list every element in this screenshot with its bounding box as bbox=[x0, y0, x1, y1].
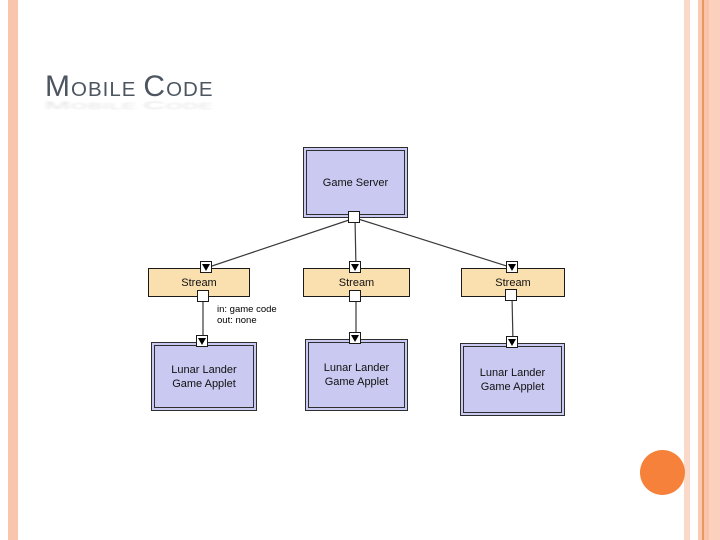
stream-1-input-port bbox=[200, 261, 212, 273]
node-stream-3-label: Stream bbox=[495, 276, 531, 289]
node-game-server: Game Server bbox=[303, 147, 408, 218]
left-accent-stripe bbox=[8, 0, 18, 540]
title-initial-1: M bbox=[45, 70, 71, 103]
applet-1-input-port bbox=[196, 335, 208, 347]
node-applet-1: Lunar Lander Game Applet bbox=[151, 342, 257, 411]
node-stream-1-label: Stream bbox=[181, 276, 217, 289]
down-arrow-icon bbox=[351, 335, 359, 342]
page-title: MOBILE CODE bbox=[45, 72, 214, 107]
orange-circle-decoration bbox=[640, 450, 685, 495]
node-stream-2-label: Stream bbox=[338, 276, 375, 289]
edge-server-stream-3 bbox=[354, 217, 514, 269]
node-applet-2-line1: Lunar Lander bbox=[323, 362, 390, 374]
node-applet-3-line2: Game Applet bbox=[480, 380, 545, 393]
right-accent-stripe-5 bbox=[709, 0, 720, 540]
down-arrow-icon bbox=[202, 264, 210, 271]
applet-2-input-port bbox=[349, 332, 361, 344]
node-game-server-label: Game Server bbox=[322, 176, 389, 189]
right-accent-stripe-1 bbox=[684, 0, 690, 540]
node-applet-1-line1: Lunar Lander bbox=[171, 363, 237, 376]
stream-1-output-port bbox=[197, 290, 209, 302]
stream-3-input-port bbox=[506, 261, 518, 273]
annotation-line-2: out: none bbox=[217, 315, 257, 326]
annotation-line-1: in: game code bbox=[217, 304, 277, 315]
down-arrow-icon bbox=[508, 339, 516, 346]
down-arrow-icon bbox=[351, 264, 359, 271]
title-initial-2: C bbox=[143, 70, 167, 103]
title-rest-2: ODE bbox=[166, 78, 214, 101]
edge-server-stream-1 bbox=[205, 217, 356, 269]
applet-3-input-port bbox=[506, 336, 518, 348]
right-accent-stripe-3 bbox=[702, 0, 704, 540]
down-arrow-icon bbox=[508, 264, 516, 271]
node-applet-3-line1: Lunar Lander bbox=[479, 366, 546, 379]
node-applet-2: Lunar Lander Game Applet bbox=[305, 339, 408, 411]
right-accent-stripe-4 bbox=[704, 0, 709, 540]
node-applet-3: Lunar Lander Game Applet bbox=[460, 343, 565, 416]
node-applet-2-line2: Game Applet bbox=[324, 376, 389, 388]
stream-2-input-port bbox=[349, 261, 361, 273]
node-applet-1-line2: Game Applet bbox=[172, 377, 236, 390]
down-arrow-icon bbox=[198, 338, 206, 345]
stream-2-output-port bbox=[349, 290, 361, 302]
stream-3-output-port bbox=[505, 289, 517, 301]
edge-annotation: in: game code out: none bbox=[217, 304, 277, 326]
right-accent-stripe-2 bbox=[698, 0, 702, 540]
server-output-port bbox=[348, 211, 360, 223]
title-rest-1: OBILE bbox=[71, 78, 137, 101]
